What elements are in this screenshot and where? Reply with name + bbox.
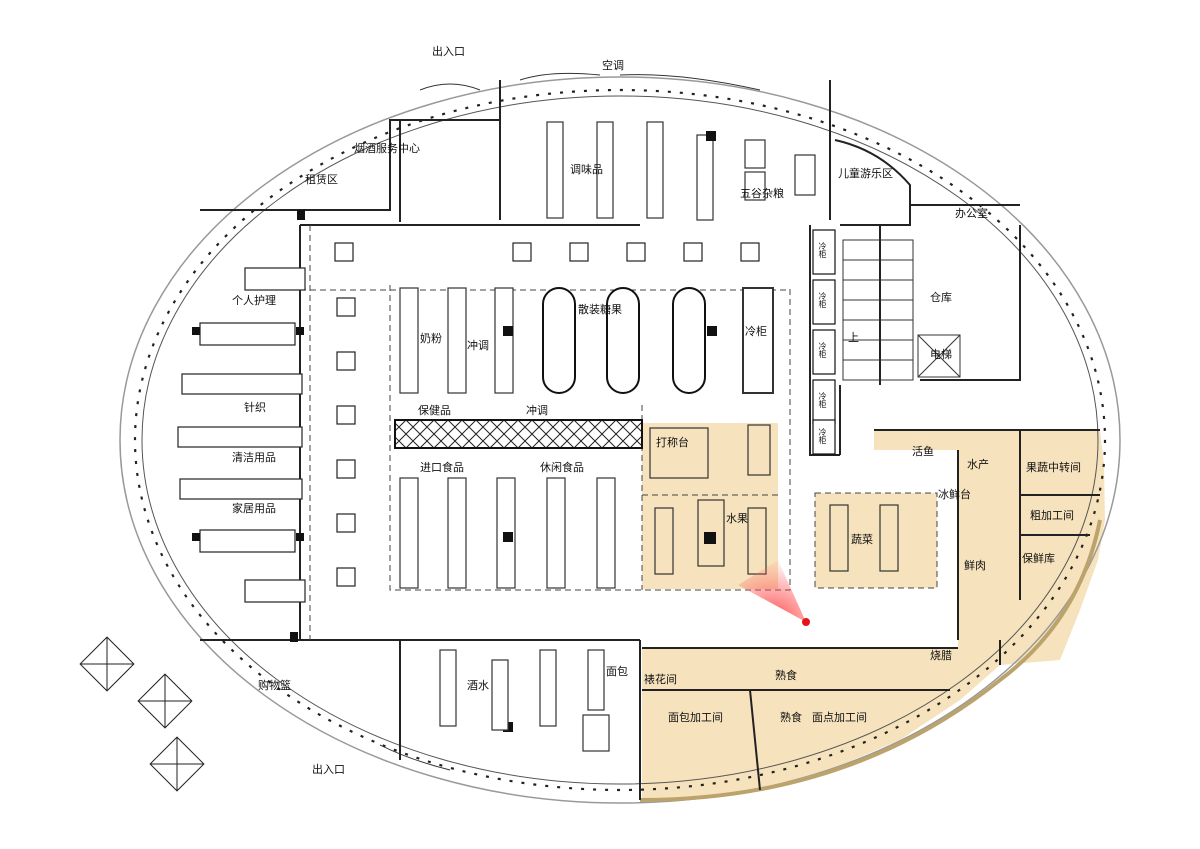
- seafood-meat-zone: [874, 430, 1105, 665]
- label-health: 保健品: [418, 404, 451, 417]
- location-pin: [738, 560, 810, 626]
- label-seasoning: 调味品: [570, 163, 603, 176]
- bottom-gondolas: [439, 649, 610, 752]
- health-bar: [394, 419, 643, 449]
- label-knitwear: 针织: [244, 401, 266, 414]
- label-rough-processing: 粗加工间: [1030, 509, 1074, 522]
- left-gondola-posts: [192, 210, 305, 642]
- label-drinks-mix: 冲调: [467, 339, 489, 352]
- label-entrance-top: 出入口: [432, 45, 465, 58]
- label-snacks: 休闲食品: [540, 461, 584, 474]
- cooler-tag: 冷柜: [818, 428, 827, 444]
- label-rental: 租赁区: [305, 173, 338, 186]
- cooler-tag: 冷柜: [818, 242, 827, 258]
- aisle-guides: [300, 225, 938, 640]
- outer-wall: [119, 76, 1121, 804]
- label-kids-play: 儿童游乐区: [838, 167, 893, 180]
- label-deli-room: 熟食: [780, 711, 802, 724]
- label-fresh-meat: 鲜肉: [964, 559, 986, 572]
- label-personal-care: 个人护理: [232, 294, 276, 307]
- label-milk-powder: 奶粉: [420, 332, 442, 345]
- label-elevator: 电梯: [930, 348, 952, 361]
- label-bulk-candy: 散装糖果: [578, 303, 622, 316]
- label-weighing: 打称台: [656, 436, 689, 449]
- center-gondolas: [399, 287, 774, 589]
- cooler-columns: [812, 229, 836, 455]
- label-pastry-room: 面点加工间: [812, 711, 867, 724]
- label-aquatic: 水产: [967, 458, 989, 471]
- label-ice-counter: 冰鲜台: [938, 488, 971, 501]
- label-vegetables: 蔬菜: [851, 533, 873, 546]
- label-deli: 熟食: [775, 669, 797, 682]
- candy-bins: [542, 287, 706, 394]
- label-liquor: 酒水: [467, 679, 489, 692]
- stair-core: [842, 239, 961, 381]
- label-cold-storage: 保鲜库: [1022, 552, 1055, 565]
- label-drinks-mix-2: 冲调: [526, 404, 548, 417]
- cooler-tag: 冷柜: [818, 342, 827, 358]
- cooler-tag: 冷柜: [818, 392, 827, 408]
- label-household: 家居用品: [232, 502, 276, 515]
- label-cooler: 冷柜: [745, 325, 767, 338]
- label-produce-transfer: 果蔬中转间: [1026, 461, 1081, 474]
- label-cart-area: 购物篮: [258, 679, 291, 692]
- label-imported-food: 进口食品: [420, 461, 464, 474]
- label-stair-up: 上: [848, 331, 859, 344]
- entrance-doors: [379, 72, 761, 771]
- label-bakery-room: 面包加工间: [668, 711, 723, 724]
- table-fixtures: [334, 242, 760, 587]
- top-gondolas: [546, 121, 816, 221]
- deli-bakery-zone: [642, 640, 1000, 800]
- label-office: 办公室: [955, 207, 988, 220]
- interior-walls: [200, 80, 1100, 800]
- cooler-tag: 冷柜: [818, 292, 827, 308]
- umbrellas: [79, 636, 205, 792]
- label-decorating: 裱花间: [644, 673, 677, 686]
- label-tobacco-service: 烟酒服务中心: [354, 142, 420, 155]
- label-warehouse: 仓库: [930, 291, 952, 304]
- fruit-zone: [642, 423, 778, 589]
- label-cleaning: 清洁用品: [232, 451, 276, 464]
- label-aircon-top: 空调: [602, 59, 624, 72]
- fresh-zones: [642, 423, 1105, 800]
- vegetable-zone: [815, 493, 937, 588]
- left-gondolas: [177, 267, 306, 603]
- label-fruit: 水果: [726, 512, 748, 525]
- lower-right-curtain: [639, 519, 1102, 802]
- label-entrance-bottom: 出入口: [312, 763, 345, 776]
- label-grains: 五谷杂粮: [740, 187, 784, 200]
- label-bread: 面包: [606, 665, 628, 678]
- label-roast-cured: 烧腊: [930, 649, 952, 662]
- label-live-fish: 活鱼: [912, 445, 934, 458]
